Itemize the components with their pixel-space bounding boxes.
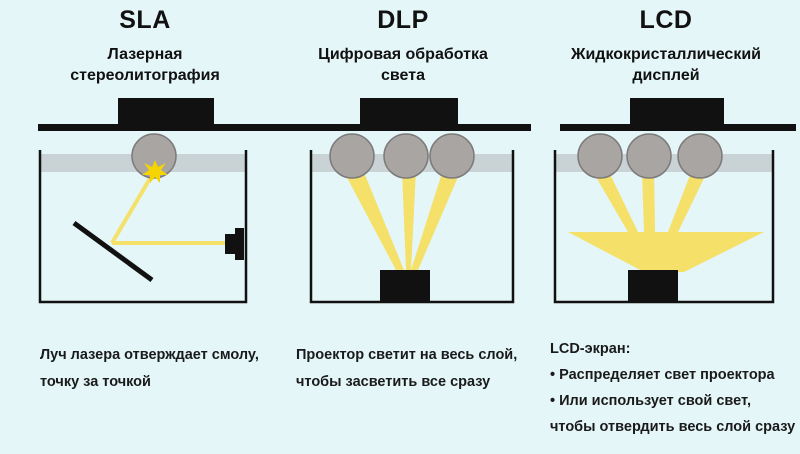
- sla-diagram: [38, 98, 290, 304]
- dlp-diagram: [290, 98, 531, 304]
- light-beam: [402, 170, 416, 270]
- lcd-desc-line: чтобы отвердить весь слой сразу: [550, 419, 796, 435]
- lcd-light-spread: [568, 232, 764, 272]
- laser-beam: [110, 168, 157, 245]
- build-plate-icon: [360, 98, 458, 124]
- sla-title: SLA: [119, 6, 171, 34]
- lcd-subtitle: Жидкокристаллический дисплей: [532, 44, 800, 86]
- sla-desc-line: Луч лазера отверждает смолу,: [40, 347, 259, 363]
- sla-description: Луч лазера отверждает смолу, точку за то…: [40, 342, 259, 396]
- sla-column: SLA Лазерная стереолитография Луч лазера…: [0, 0, 290, 454]
- lcd-sphere: [626, 133, 672, 179]
- lcd-sphere: [577, 133, 623, 179]
- light-beam: [343, 170, 404, 270]
- light-beam: [668, 170, 708, 232]
- light-beam: [642, 170, 655, 232]
- dlp-subtitle-line: света: [381, 67, 425, 84]
- lcd-diagram: [553, 98, 796, 304]
- lcd-title: LCD: [639, 6, 693, 34]
- lcd-desc-line: • Или использует свой свет,: [550, 393, 752, 409]
- lcd-desc-line: LCD-экран:: [550, 341, 631, 357]
- light-beam: [592, 170, 638, 232]
- mirror-icon: [72, 220, 154, 283]
- sla-desc-line: точку за точкой: [40, 374, 151, 390]
- dlp-subtitle: Цифровая обработка света: [268, 44, 538, 86]
- dlp-sphere: [329, 133, 375, 179]
- lcd-subtitle-line: дисплей: [632, 67, 700, 84]
- dlp-subtitle-line: Цифровая обработка: [318, 46, 488, 63]
- dlp-description: Проектор светит на весь слой, чтобы засв…: [296, 342, 517, 396]
- dlp-sphere: [429, 133, 475, 179]
- projector-icon: [380, 270, 430, 302]
- lcd-description: LCD-экран: • Распределяет свет проектора…: [550, 336, 795, 440]
- dlp-title: DLP: [377, 6, 429, 34]
- lcd-sphere: [677, 133, 723, 179]
- dlp-desc-line: Проектор светит на весь слой,: [296, 347, 518, 363]
- lcd-column: LCD Жидкокристаллический дисплей LCD-экр…: [532, 0, 800, 454]
- sla-subtitle-line: стереолитография: [70, 67, 220, 84]
- dlp-sphere: [383, 133, 429, 179]
- lcd-desc-line: • Распределяет свет проектора: [550, 367, 775, 383]
- light-beam: [411, 170, 461, 270]
- build-plate-icon: [630, 98, 724, 124]
- dlp-column: DLP Цифровая обработка света Проектор св…: [268, 0, 538, 454]
- sla-subtitle: Лазерная стереолитография: [0, 44, 290, 86]
- vat-outline: [38, 150, 248, 304]
- laser-emitter-icon: [225, 234, 235, 254]
- flash-icon: [142, 160, 168, 183]
- lcd-subtitle-line: Жидкокристаллический: [571, 46, 761, 63]
- sla-subtitle-line: Лазерная: [107, 46, 183, 63]
- lcd-screen-icon: [628, 270, 678, 302]
- dlp-desc-line: чтобы засветить все сразу: [296, 374, 491, 390]
- build-plate-icon: [118, 98, 214, 124]
